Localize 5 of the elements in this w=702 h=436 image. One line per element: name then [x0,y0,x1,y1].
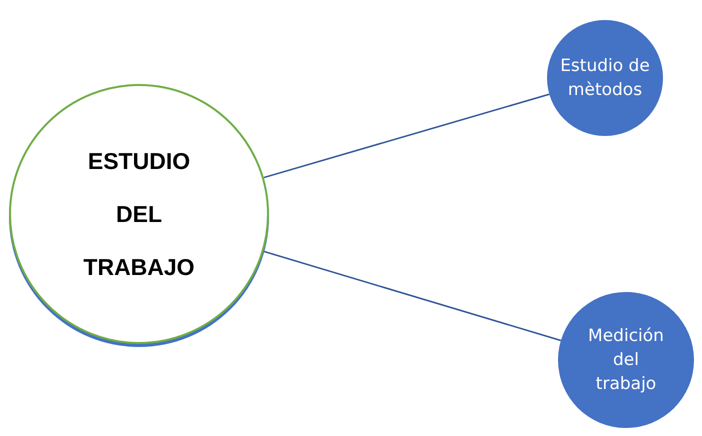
connector-line [263,250,562,342]
connector-line [264,94,550,178]
topic-title: ESTUDIO DEL TRABAJO [82,146,196,282]
subtopic-label: Estudio de mètodos [560,55,650,102]
subtopic-label: Medición del trabajo [587,325,665,396]
